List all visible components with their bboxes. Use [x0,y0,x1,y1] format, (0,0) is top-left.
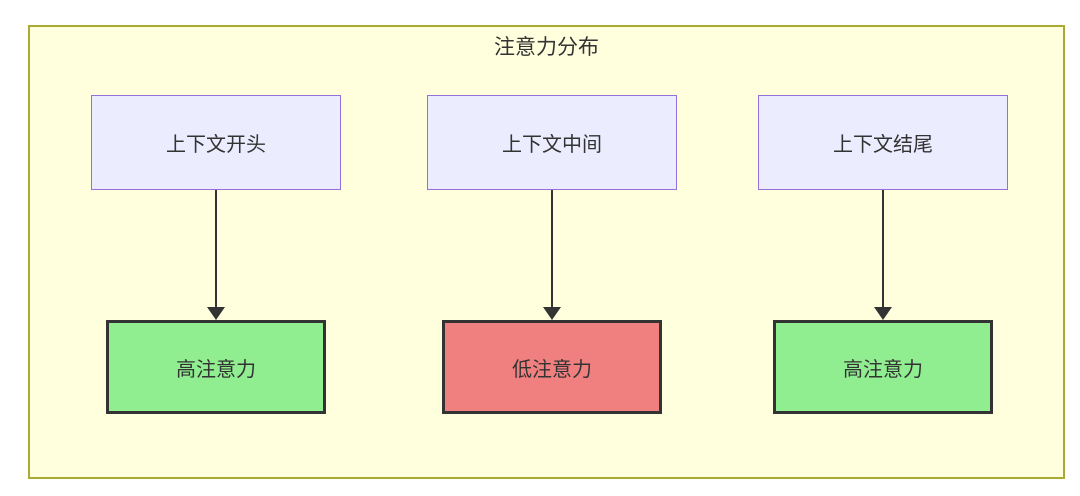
arrow-line [215,190,217,307]
column-context-end: 上下文结尾 高注意力 [758,95,1008,414]
diagram-title: 注意力分布 [494,36,599,59]
column-context-middle: 上下文中间 低注意力 [427,95,677,414]
node-low-attention-middle: 低注意力 [442,320,662,414]
arrowhead-icon [207,307,225,320]
node-high-attention-end: 高注意力 [773,320,993,414]
column-context-start: 上下文开头 高注意力 [91,95,341,414]
node-context-end: 上下文结尾 [758,95,1008,190]
arrowhead-icon [543,307,561,320]
attention-distribution-cluster: 注意力分布 上下文开头 高注意力 上下文中间 低注意力 上下文结尾 高注意力 [28,25,1065,479]
arrowhead-icon [874,307,892,320]
arrow-line [882,190,884,307]
arrow-connector [543,190,561,320]
node-high-attention-start: 高注意力 [106,320,326,414]
arrow-connector [207,190,225,320]
node-context-middle: 上下文中间 [427,95,677,190]
node-context-start: 上下文开头 [91,95,341,190]
arrow-line [551,190,553,307]
arrow-connector [874,190,892,320]
